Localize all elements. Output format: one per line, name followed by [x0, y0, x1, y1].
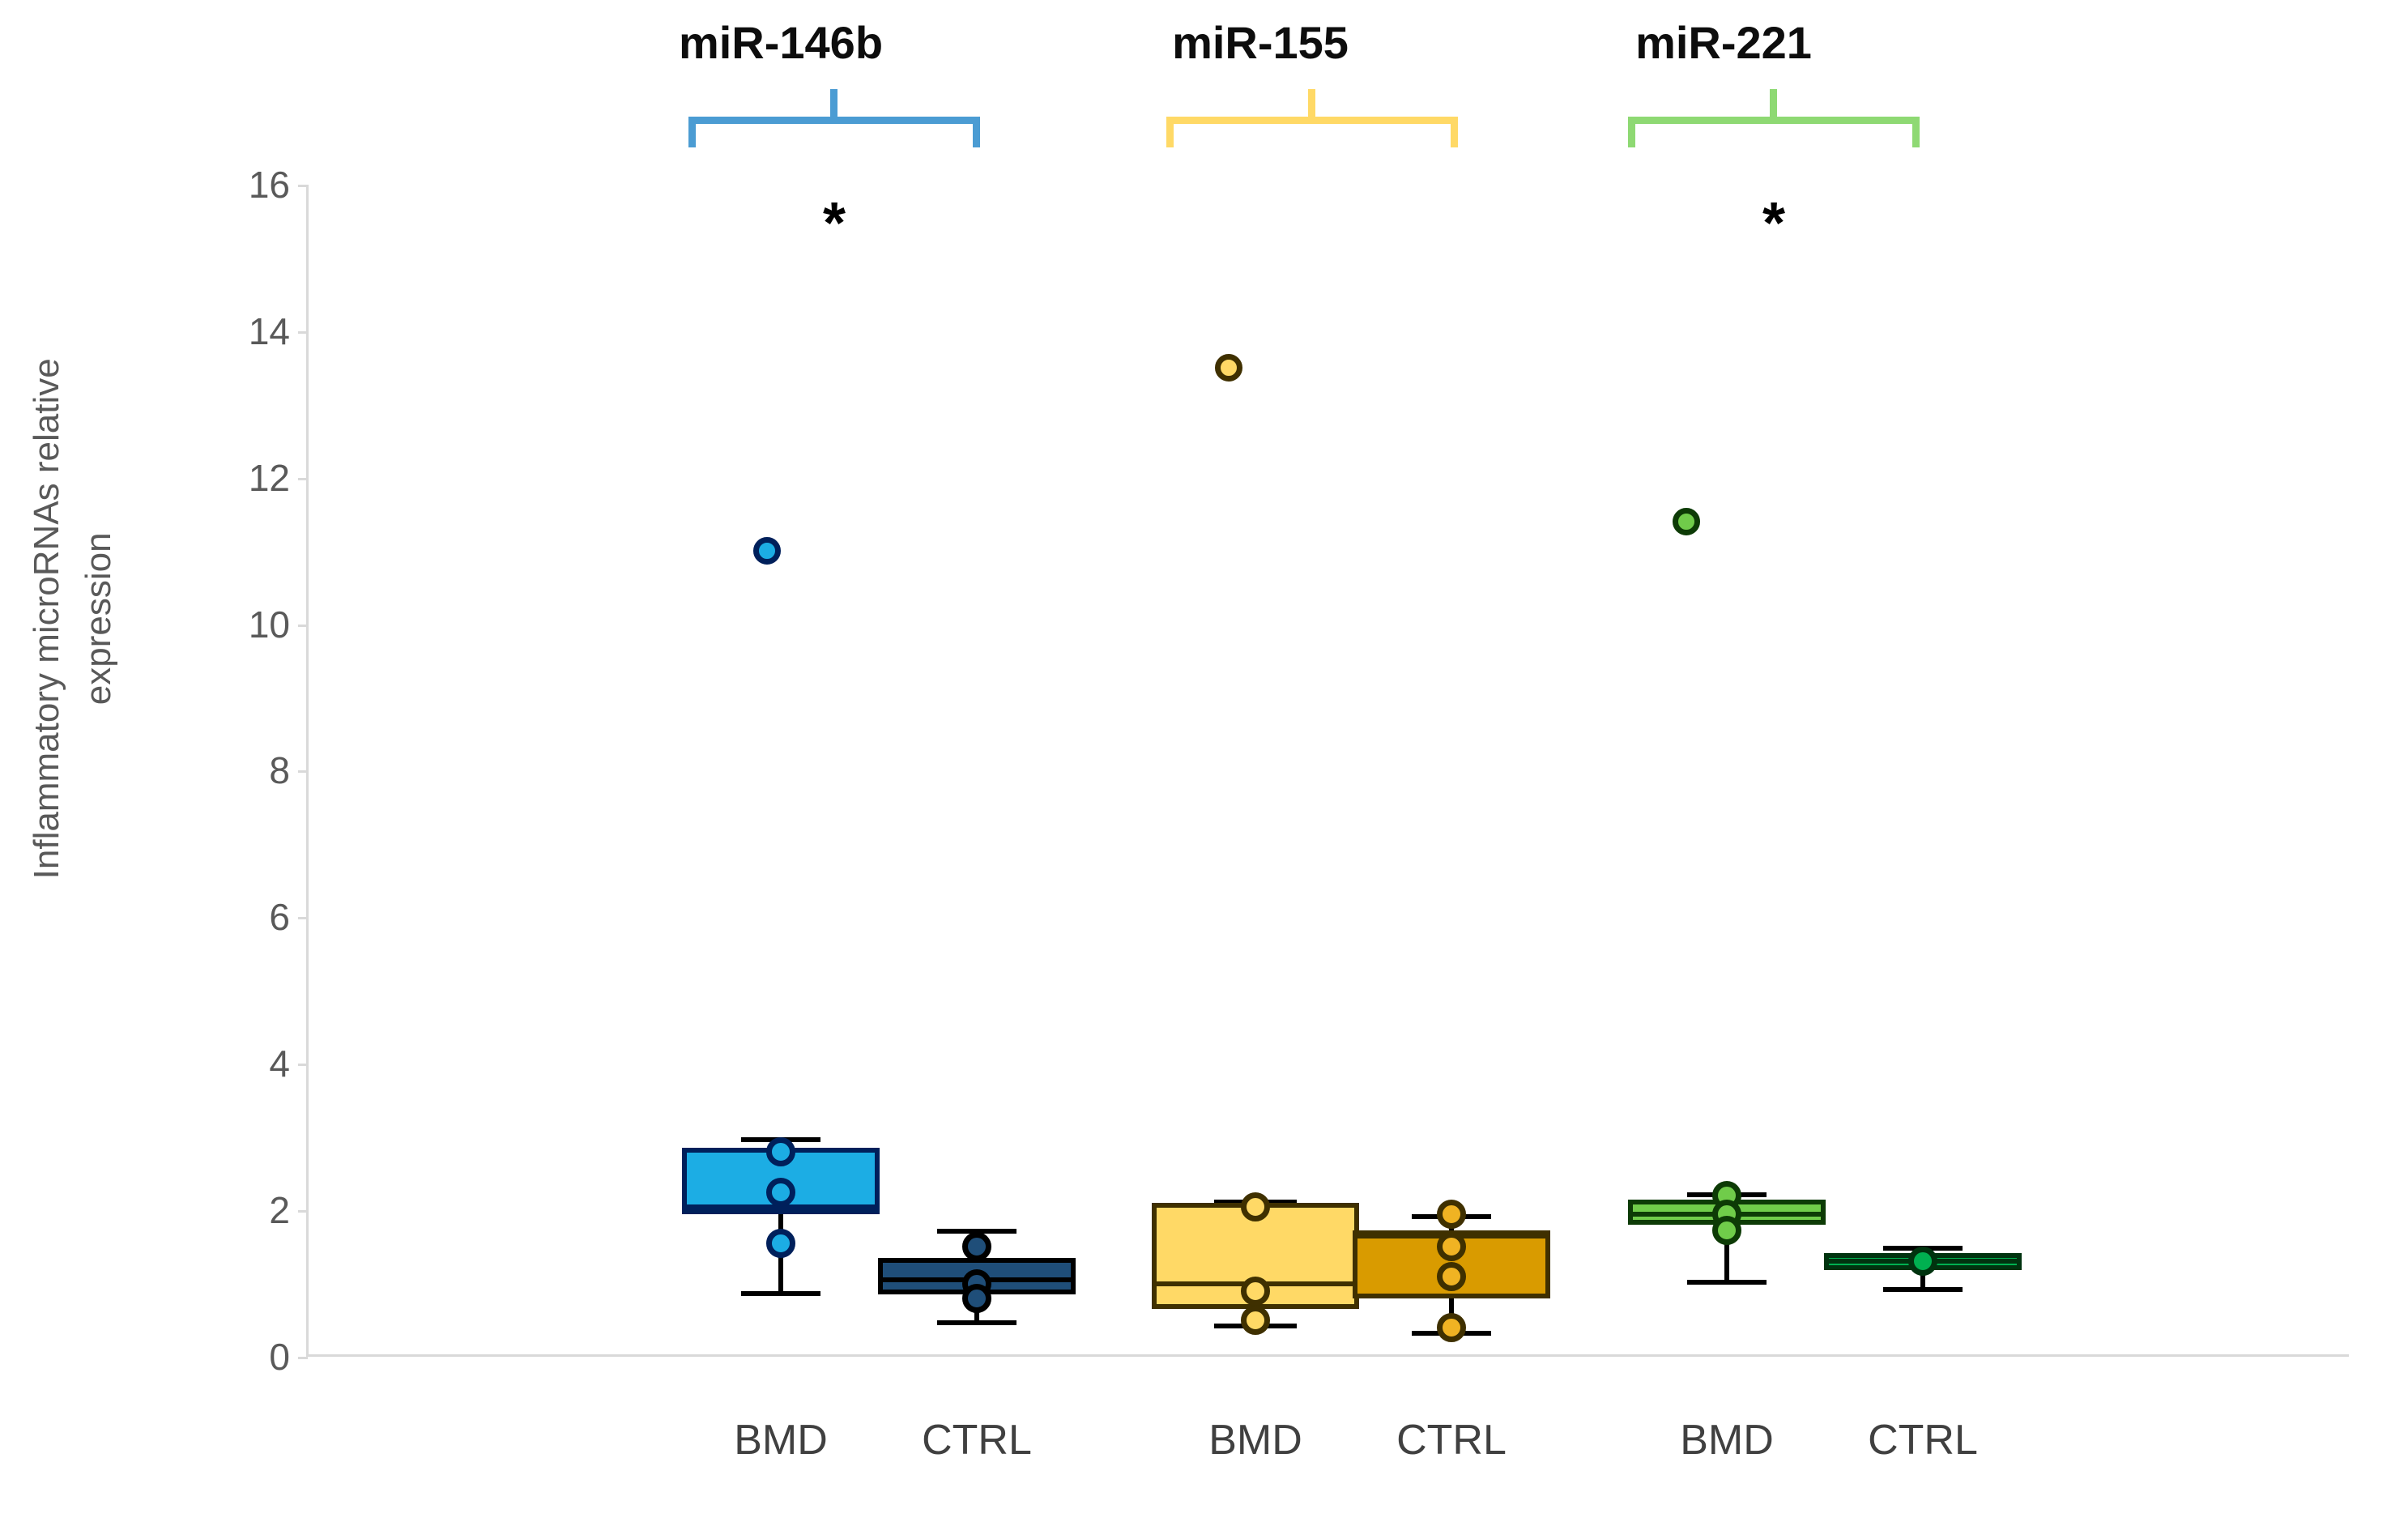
data-point: [1712, 1216, 1741, 1246]
data-point: [766, 1228, 795, 1258]
x-label-mir155-ctrl: CTRL: [1396, 1417, 1507, 1464]
group-title-mir155: miR-155: [1172, 17, 1349, 68]
bracket-mir146b: [688, 89, 980, 147]
y-tick-6: 6: [269, 896, 290, 938]
y-tick-0: 0: [269, 1336, 290, 1378]
whisker-cap-lower: [741, 1290, 820, 1296]
whisker-cap-lower: [1687, 1280, 1767, 1285]
bracket-stem-mir155: [1308, 89, 1315, 122]
y-tickmark-2: [298, 1210, 308, 1213]
x-label-mir221-bmd: BMD: [1680, 1417, 1774, 1464]
y-tick-2: 2: [269, 1189, 290, 1231]
bracket-right-leg-mir221: [1912, 117, 1920, 147]
data-point: [766, 1136, 795, 1166]
data-point: [1241, 1276, 1270, 1306]
whisker-cap-lower: [937, 1319, 1016, 1325]
significance-marker-mir146b: *: [822, 191, 846, 256]
outlier-point: [1673, 508, 1700, 535]
y-tick-10: 10: [248, 603, 290, 646]
data-point: [1908, 1247, 1937, 1277]
bracket-stem-mir146b: [830, 89, 837, 122]
bracket-left-leg-mir221: [1628, 117, 1635, 147]
y-tickmark-4: [298, 1064, 308, 1066]
data-point: [1437, 1261, 1466, 1291]
data-point: [1437, 1312, 1466, 1342]
data-point: [962, 1283, 991, 1313]
x-label-mir146b-ctrl: CTRL: [922, 1417, 1032, 1464]
bracket-mir221: [1628, 89, 1920, 147]
group-title-mir221: miR-221: [1635, 17, 1812, 68]
bracket-mir155: [1166, 89, 1458, 147]
median-line: [682, 1204, 880, 1209]
data-point: [766, 1177, 795, 1207]
whisker-cap-lower: [1883, 1287, 1963, 1293]
data-point: [1437, 1232, 1466, 1262]
y-tickmark-10: [298, 625, 308, 627]
bracket-right-leg-mir146b: [973, 117, 980, 147]
bracket-stem-mir221: [1770, 89, 1777, 122]
data-point: [1437, 1199, 1466, 1229]
outlier-point: [753, 537, 781, 565]
outlier-point: [1215, 354, 1242, 382]
y-tickmark-14: [298, 331, 308, 334]
y-tickmark-6: [298, 917, 308, 919]
x-label-mir155-bmd: BMD: [1208, 1417, 1302, 1464]
x-label-mir146b-bmd: BMD: [734, 1417, 828, 1464]
y-tickmark-8: [298, 770, 308, 773]
y-axis-tick-labels: 16 14 12 10 8 6 4 2 0: [177, 0, 290, 1522]
y-tick-14: 14: [248, 310, 290, 352]
plot-area: [306, 185, 2349, 1357]
whisker-cap-upper: [937, 1228, 1016, 1234]
y-tick-8: 8: [269, 749, 290, 791]
whisker-stem: [778, 1136, 783, 1291]
bracket-right-leg-mir155: [1451, 117, 1458, 147]
y-tick-12: 12: [248, 457, 290, 499]
bracket-bar-mir155: [1166, 117, 1458, 124]
bracket-bar-mir221: [1628, 117, 1920, 124]
bracket-left-leg-mir146b: [688, 117, 696, 147]
significance-marker-mir221: *: [1762, 191, 1786, 256]
data-point: [1241, 1192, 1270, 1221]
data-point: [1241, 1305, 1270, 1335]
x-label-mir221-ctrl: CTRL: [1868, 1417, 1978, 1464]
y-tick-16: 16: [248, 164, 290, 206]
y-tick-4: 4: [269, 1042, 290, 1085]
data-point: [962, 1232, 991, 1262]
group-title-mir146b: miR-146b: [678, 17, 884, 68]
bracket-left-leg-mir155: [1166, 117, 1174, 147]
y-tickmark-0: [298, 1357, 308, 1359]
bracket-bar-mir146b: [688, 117, 980, 124]
y-tickmark-16: [298, 185, 308, 187]
y-tickmark-12: [298, 478, 308, 480]
